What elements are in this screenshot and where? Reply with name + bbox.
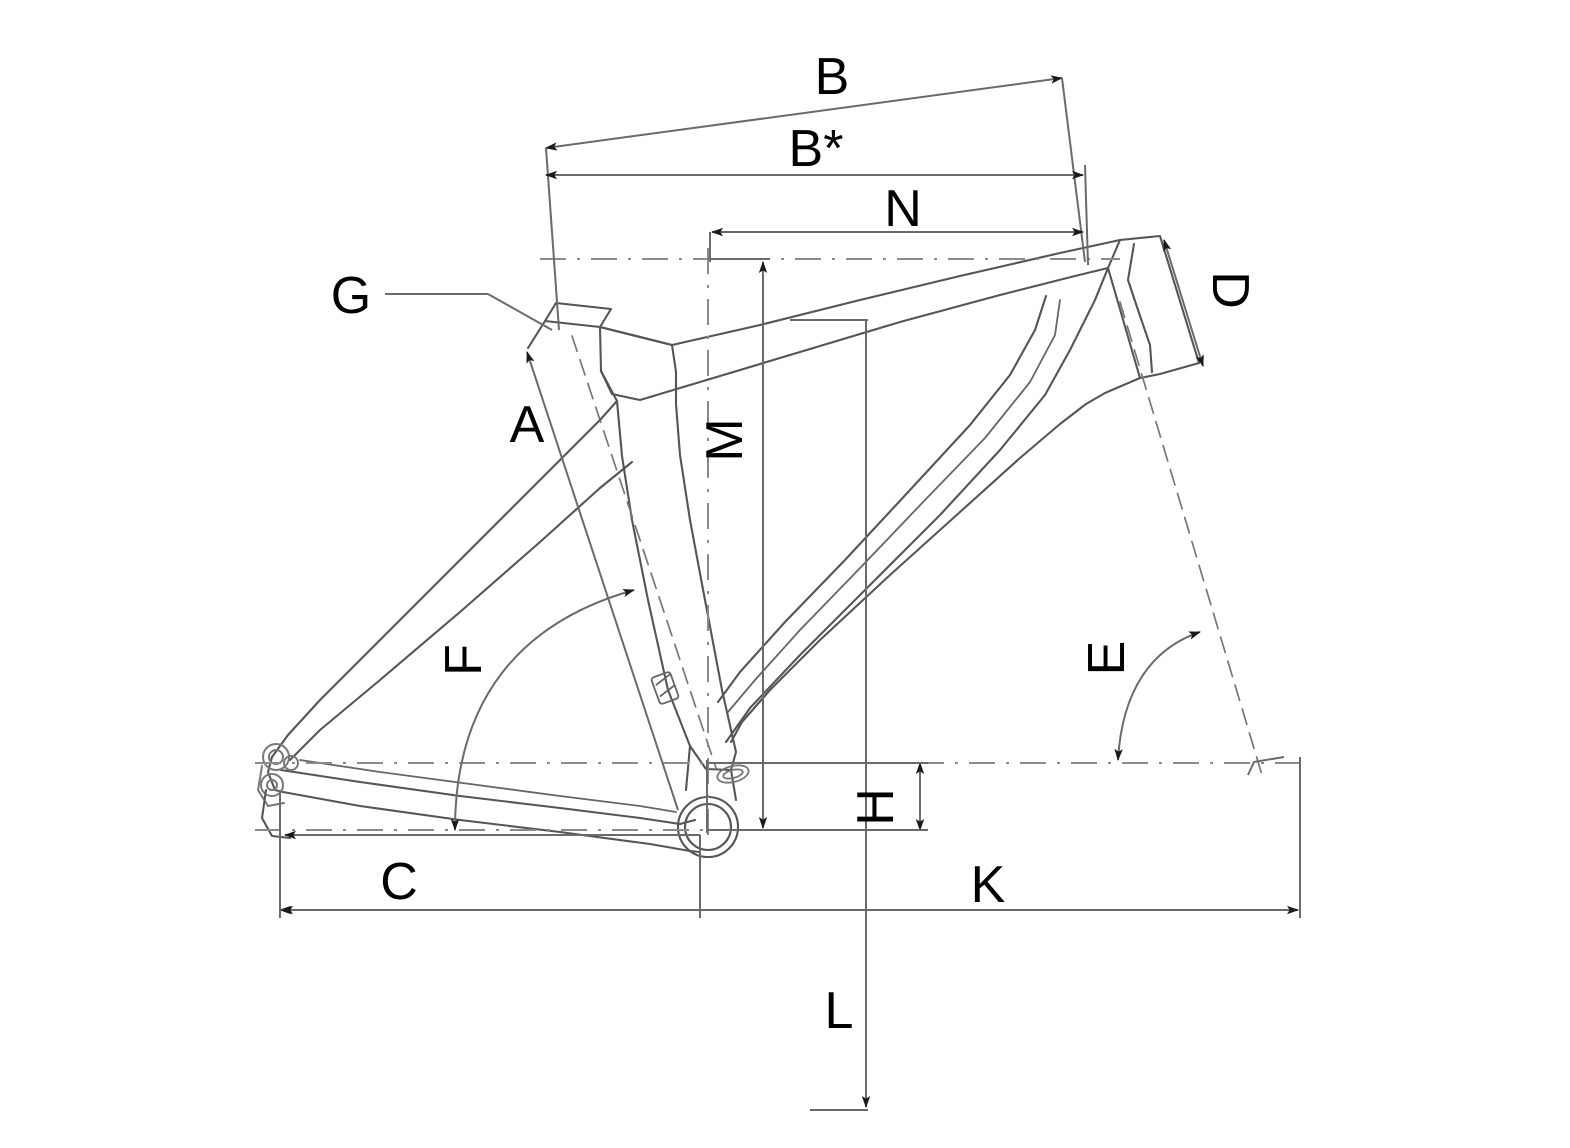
dim-label-K: K (971, 856, 1006, 914)
bb-cable-guide (716, 764, 750, 784)
down-tube-upper-edge (724, 266, 1110, 744)
dim-label-G: G (331, 267, 371, 325)
seat-tube-centerline (571, 335, 717, 769)
cable-port (650, 671, 680, 705)
dim-label-L: L (825, 982, 854, 1040)
dimension-K (281, 757, 1301, 918)
dim-label-N: N (884, 180, 922, 238)
chain-stay-lower (281, 790, 692, 853)
top-tube-outline (599, 266, 1110, 402)
dimension-F (450, 588, 635, 831)
dim-Bstar-ext-right (1084, 164, 1089, 266)
front-triangle-relief (727, 299, 1061, 713)
dimension-N (709, 227, 1084, 262)
top-tube-lower (598, 238, 1122, 347)
dimension-E (1114, 631, 1285, 776)
dimension-A (526, 351, 679, 811)
dimension-C (279, 790, 701, 918)
down-tube-inner-relief (716, 294, 1048, 704)
dimension-B (545, 75, 1086, 331)
dimension-D (1163, 239, 1204, 367)
dim-B-ext-right (1061, 77, 1086, 263)
head-tube-inner-line (1126, 242, 1154, 374)
dim-E-arc (1114, 631, 1201, 761)
chain-stay-upper (279, 768, 682, 826)
dim-label-B: B (815, 48, 850, 106)
dim-E-reference-tick (1247, 756, 1285, 776)
top-tube-front-junction (1106, 238, 1122, 270)
dim-G-leader-slant (487, 293, 553, 331)
dim-B-line (545, 75, 1063, 151)
dimension-L (810, 830, 871, 1111)
head-tube-centerline (1119, 301, 1263, 776)
dim-label-D: D (1201, 271, 1259, 309)
dim-label-H: H (847, 788, 905, 826)
bottom-bracket-shell-blend (684, 744, 738, 802)
head-tube-outline (1106, 234, 1201, 380)
dimension-G (385, 293, 553, 331)
dim-label-B-star: B* (789, 120, 844, 178)
seat-stay-upper (270, 399, 619, 759)
dim-F-arc (450, 588, 635, 831)
dim-label-F: F (435, 644, 493, 676)
dim-label-E: E (1078, 641, 1136, 676)
dim-label-A: A (510, 396, 545, 454)
seat-collar (543, 301, 613, 329)
rear-dropout (257, 743, 299, 807)
dim-A-line (526, 351, 679, 811)
down-tube-outline (729, 402, 1088, 744)
head-tube-lower-taper (1084, 376, 1142, 406)
chain-stay-bb-blend (678, 818, 702, 854)
dim-D-line (1163, 239, 1204, 367)
dim-label-C: C (380, 853, 418, 911)
dim-label-M: M (696, 418, 754, 461)
dimension-B-star (545, 164, 1089, 266)
rear-triangle-relief (299, 759, 677, 813)
dimension-H (706, 760, 928, 833)
seat-tube-outline (526, 319, 738, 772)
centerlines-group (255, 248, 1310, 840)
dimension-M (708, 258, 868, 945)
